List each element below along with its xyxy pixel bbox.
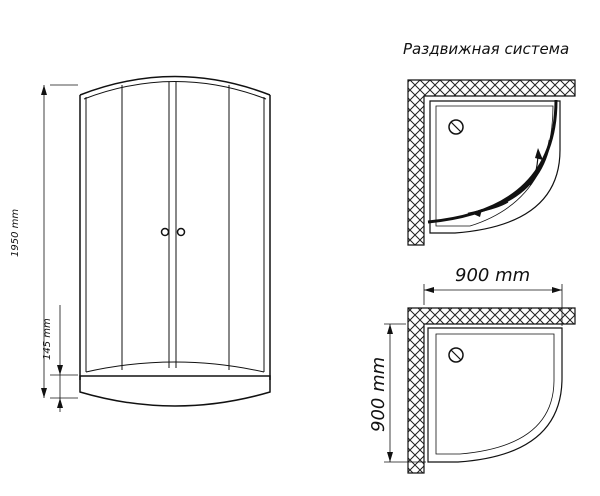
wall-hatch-bottom [407,307,576,474]
tray-outline-top [429,100,561,234]
height-dimension: 1950 mm [10,84,78,399]
slide-arrow-left [471,209,482,217]
front-view [79,75,271,407]
drain-icon-bottom [448,347,464,363]
shower-tray [79,375,271,407]
drain-icon [448,119,464,135]
bottom-rail-arc [85,361,265,373]
sliding-door-outer [427,99,558,224]
sliding-system-title: Раздвижная система [403,40,569,58]
width-dimension-label: 900 mm [455,265,530,286]
dimension-plan: 900 mm 900 mm [368,265,576,474]
tray-inner-bottom [435,333,555,455]
top-frame-arch-inner [83,81,267,100]
slide-arrow-right [535,148,543,160]
wall-hatch-top [407,79,576,246]
depth-dimension-label: 900 mm [368,357,389,432]
right-handle [176,227,186,237]
tray-inner-top [435,105,554,227]
tray-height-dimension: 145 mm [42,305,78,412]
height-total-label: 1950 mm [10,209,21,257]
sliding-system-plan [407,79,576,246]
tray-outline-bottom [427,327,563,463]
sliding-door-inner [467,139,552,216]
height-tray-label: 145 mm [42,318,53,360]
left-handle [160,227,170,237]
top-frame-arch [79,75,271,96]
